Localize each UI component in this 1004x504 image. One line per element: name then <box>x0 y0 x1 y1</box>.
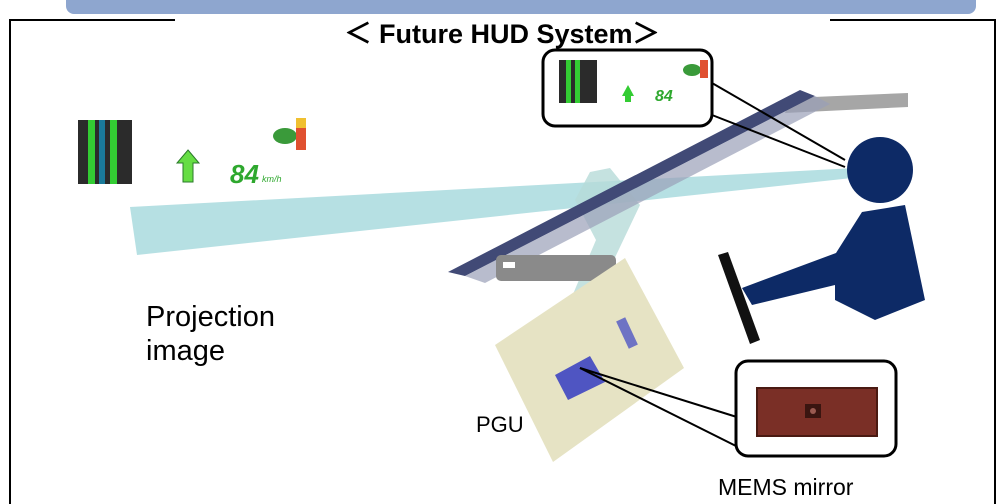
hud-speed-value: 84 <box>230 159 259 189</box>
up-arrow-icon <box>622 85 634 102</box>
windshield <box>448 90 815 276</box>
eco-leaf-icon <box>683 64 701 76</box>
mems-chip <box>555 356 605 400</box>
signal-meter-icon <box>700 60 708 78</box>
header-bar <box>66 0 976 14</box>
steering-wheel-icon <box>718 252 760 344</box>
mems-mirror-label: MEMS mirror <box>718 474 854 500</box>
hud-speed-unit: km/h <box>262 174 282 184</box>
callout-line-top-2 <box>711 82 846 161</box>
callout-line-mems-2 <box>579 367 741 449</box>
housing-window <box>503 262 515 268</box>
callout-speed: 84 <box>655 88 673 105</box>
hud-housing <box>496 255 616 281</box>
pgu-inner-mirror <box>616 317 638 349</box>
driver-body <box>742 205 925 320</box>
diagram-title: ＜ Future HUD System＞ <box>344 19 660 49</box>
diagram-frame <box>9 19 996 504</box>
projection-image-label: Projection image <box>146 301 275 367</box>
up-arrow-icon <box>175 149 201 183</box>
callout-line-mems <box>579 367 741 419</box>
pgu-label: PGU <box>476 412 524 437</box>
projection-beam <box>130 168 855 255</box>
eco-leaf-icon <box>273 128 297 144</box>
driver-icon <box>847 137 913 203</box>
callout-line-top <box>711 114 846 168</box>
windshield-edge <box>465 96 830 283</box>
